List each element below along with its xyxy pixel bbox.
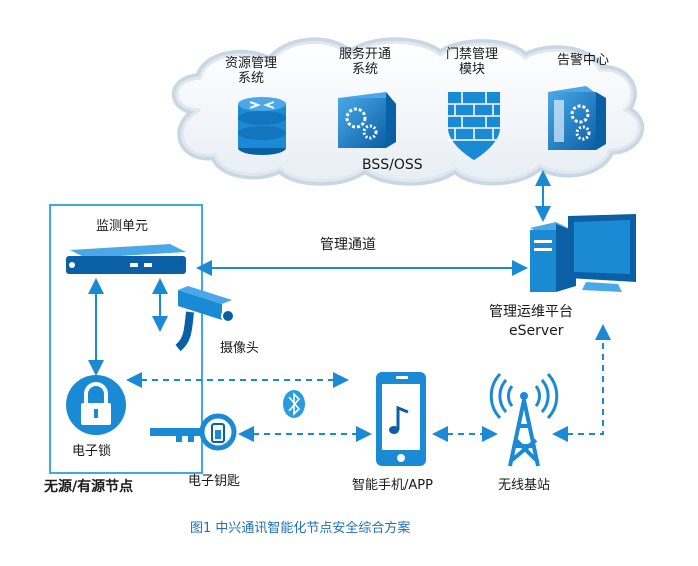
database-icon xyxy=(238,97,286,155)
eserver-label: eServer xyxy=(509,323,564,339)
node-group-label: 无源/有源节点 xyxy=(44,479,134,495)
phone-label: 智能手机/APP xyxy=(352,478,433,493)
access-mgmt-label: 门禁管理 模块 xyxy=(445,47,498,77)
service-open-label: 服务开通 系统 xyxy=(338,47,391,77)
alarm-server-icon xyxy=(548,86,606,150)
management-server-icon xyxy=(530,214,636,292)
bluetooth-icon xyxy=(283,390,305,418)
lock-label: 电子锁 xyxy=(72,444,112,459)
cloud-shape xyxy=(171,37,645,186)
lock-icon xyxy=(66,375,126,435)
monitor-unit-label: 监测单元 xyxy=(96,219,149,234)
management-channel-label: 管理通道 xyxy=(320,237,376,253)
smartphone-icon xyxy=(376,372,426,466)
alarm-center-label: 告警中心 xyxy=(556,53,609,68)
platform-name-label: 管理运维平台 xyxy=(489,304,573,320)
firewall-icon xyxy=(448,92,500,160)
resource-mgmt-label: 资源管理 系统 xyxy=(224,56,277,86)
key-label: 电子钥匙 xyxy=(188,474,241,489)
figure-caption: 图1 中兴通讯智能化节点安全综合方案 xyxy=(190,521,411,536)
camera-icon xyxy=(175,286,235,352)
connectors xyxy=(88,170,551,376)
camera-label: 摄像头 xyxy=(220,341,260,356)
gear-box-icon xyxy=(338,92,396,148)
bss-oss-label: BSS/OSS xyxy=(362,157,423,173)
station-server-link xyxy=(552,324,611,442)
base-station-icon xyxy=(489,372,559,467)
node-group-border xyxy=(49,204,203,474)
electronic-key-icon xyxy=(150,413,237,451)
wireless-links xyxy=(126,324,611,442)
monitor-unit-icon xyxy=(66,244,186,274)
station-label: 无线基站 xyxy=(498,478,551,493)
